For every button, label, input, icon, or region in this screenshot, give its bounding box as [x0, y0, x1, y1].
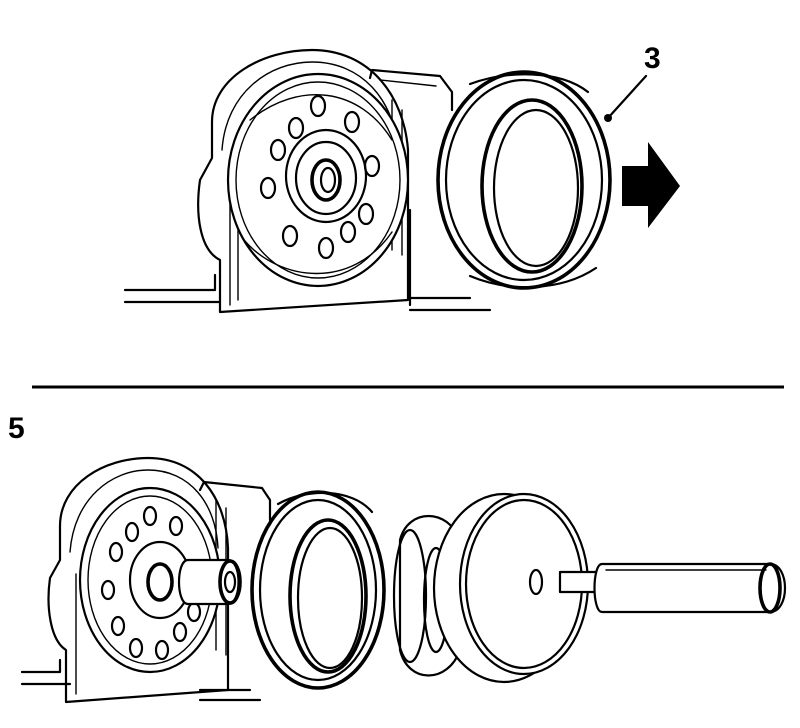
new-seal-ring [250, 490, 386, 690]
bottom-flange-bolt-holes [100, 505, 202, 661]
base-floor-lines [123, 273, 492, 312]
flange-bolt-holes [259, 94, 381, 260]
installer-handle [558, 562, 787, 614]
flange-hub [284, 128, 368, 224]
callout-number-3: 3 [644, 42, 661, 75]
installer-disc [432, 492, 590, 684]
removal-direction-arrow-icon [622, 142, 680, 228]
guide-spigot [178, 558, 242, 606]
bottom-panel-illustration [20, 456, 787, 704]
top-panel-illustration [123, 48, 680, 314]
callout-3-leader [604, 74, 648, 122]
mounting-flange [226, 72, 410, 288]
step-number-5: 5 [8, 412, 25, 445]
seal-ring [436, 70, 612, 290]
bottom-bearing-housing [47, 456, 230, 704]
